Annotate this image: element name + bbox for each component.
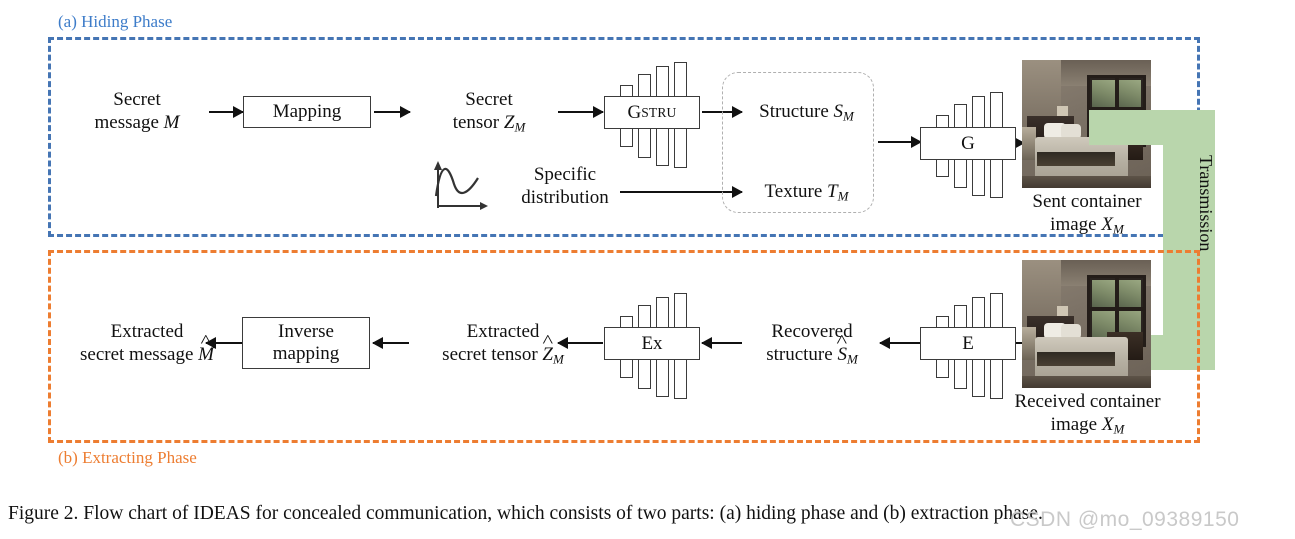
arrow-mapping-to-tensor <box>374 106 411 118</box>
arrow-ex-to-tensor <box>557 337 603 349</box>
secret-tensor-label: Secret tensor ZM <box>452 89 526 135</box>
structure-texture-group <box>722 72 874 213</box>
extracting-phase-label: (b) Extracting Phase <box>58 448 197 467</box>
transmission-arrow-shaft <box>1163 110 1215 370</box>
arrow-e-to-structure <box>879 337 922 349</box>
extracted-tensor-label: Extracted secret tensor ZM <box>408 320 598 371</box>
recovered-structure-label: Recovered structure SM <box>732 320 892 371</box>
secret-message-label: Secret message M <box>94 89 180 133</box>
hiding-phase-label: (a) Hiding Phase <box>58 12 173 31</box>
arrow-group-to-generator <box>878 136 922 148</box>
arrow-tensor-to-gstru <box>558 106 604 118</box>
generator-box[interactable]: G <box>920 127 1016 160</box>
gstru-sub-label: STRU <box>641 104 677 120</box>
gstru-main-label: G <box>627 101 642 123</box>
transmission-label: Transmission <box>1196 155 1216 252</box>
figure-caption: Figure 2. Flow chart of IDEAS for concea… <box>8 503 1043 524</box>
inverse-mapping-line2: mapping <box>272 343 340 364</box>
sent-container-caption: Sent container image XM <box>1032 191 1142 237</box>
arrow-inverse-to-message <box>205 337 242 349</box>
received-container-image <box>1022 260 1151 388</box>
arrow-structure-to-ex <box>701 337 742 349</box>
ex-box[interactable]: Ex <box>604 327 700 360</box>
arrow-message-to-mapping <box>209 106 244 118</box>
extracting-phase-container <box>48 250 1200 443</box>
extracted-message-label: Extracted secret message M <box>52 320 242 366</box>
received-container-caption: Received container image XM <box>1014 391 1161 437</box>
inverse-mapping-box[interactable]: Inverse mapping <box>242 317 370 369</box>
inverse-mapping-line1: Inverse <box>278 321 334 342</box>
arrow-tensor-to-inverse <box>372 337 409 349</box>
mapping-box[interactable]: Mapping <box>243 96 371 128</box>
specific-distribution-label: Specific distribution <box>521 164 609 208</box>
watermark-text: CSDN @mo_09389150 <box>1010 508 1240 531</box>
extractor-box[interactable]: E <box>920 327 1016 360</box>
arrow-distribution-to-texture <box>620 186 743 198</box>
texture-label: Texture TM <box>764 181 849 204</box>
distribution-curve-icon <box>434 161 488 210</box>
structure-label: Structure SM <box>759 101 854 124</box>
